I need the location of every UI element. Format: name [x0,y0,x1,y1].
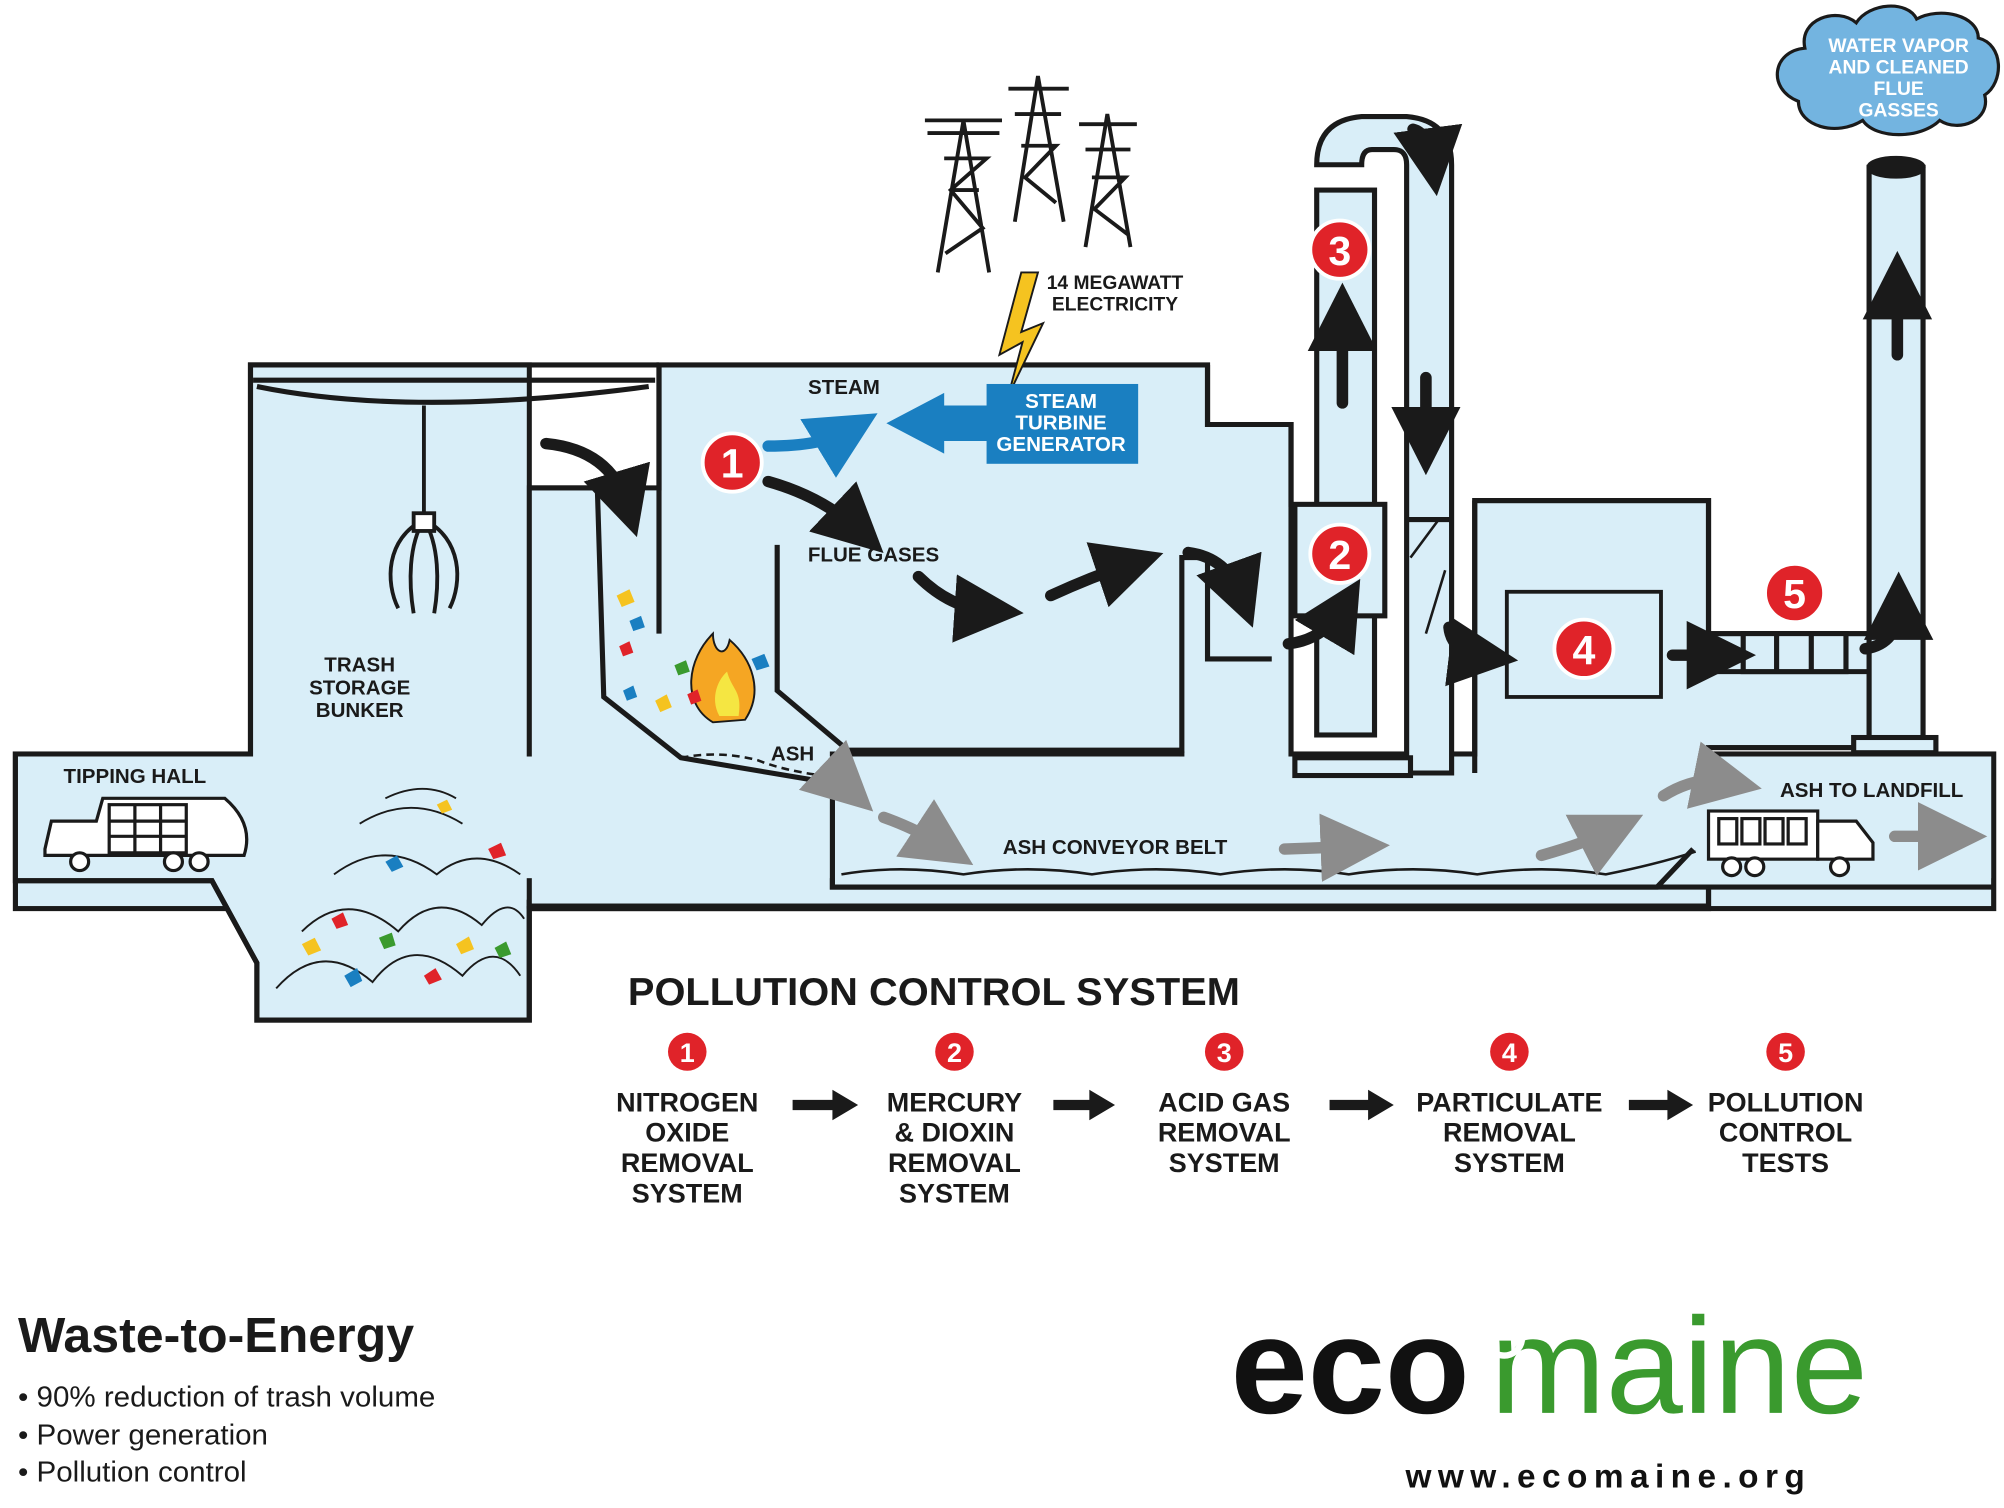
footer-bullet-3: • Pollution control [18,1456,247,1489]
logo-eco-text: eco [1231,1290,1470,1443]
label-turbine-2: TURBINE [1015,413,1106,435]
svg-text:& DIOXIN: & DIOXIN [895,1118,1015,1148]
label-turbine-3: GENERATOR [996,434,1126,456]
svg-text:1: 1 [680,1038,695,1068]
diagram-marker-1: 1 [700,431,764,494]
footer-title: Waste-to-Energy [18,1307,414,1363]
label-ash-conveyor: ASH CONVEYOR BELT [1003,837,1228,859]
svg-text:SYSTEM: SYSTEM [899,1179,1010,1209]
svg-text:3: 3 [1217,1038,1232,1068]
svg-text:REMOVAL: REMOVAL [621,1148,754,1178]
svg-text:4: 4 [1572,627,1595,673]
svg-text:POLLUTION: POLLUTION [1708,1087,1864,1117]
trash-pieces [301,799,512,988]
svg-text:4: 4 [1502,1038,1517,1068]
label-ash: ASH [771,743,814,765]
label-electricity-2: ELECTRICITY [1052,295,1178,316]
diagram-marker-3: 3 [1308,218,1372,281]
label-ash-landfill: ASH TO LANDFILL [1780,780,1963,802]
diagram-marker-5: 5 [1763,562,1827,625]
label-cloud-1: WATER VAPOR [1828,36,1969,57]
label-flue-gases: FLUE GASES [808,544,939,566]
svg-text:PARTICULATE: PARTICULATE [1416,1087,1602,1117]
label-cloud-4: GASSES [1859,101,1939,122]
svg-text:2: 2 [1328,532,1351,578]
svg-text:5: 5 [1778,1038,1793,1068]
flow-arrows-black [540,123,1934,690]
label-bunker-1: TRASH [324,655,395,677]
svg-text:SYSTEM: SYSTEM [1169,1148,1280,1178]
svg-text:NITROGEN: NITROGEN [616,1087,758,1117]
ecomaine-logo: eco maine www.ecomaine.org [1231,1290,1868,1496]
svg-text:TESTS: TESTS [1742,1148,1829,1178]
trash-pile [275,787,525,990]
flow-arrows-grey [798,739,1988,882]
footer-bullet-2: • Power generation [18,1419,268,1452]
pollution-step-5: 5 POLLUTION CONTROL TESTS [1708,1032,1864,1178]
label-electricity-1: 14 MEGAWATT [1047,273,1184,294]
svg-text:1: 1 [721,441,744,487]
fire-icon [616,589,770,724]
cloud-icon [1775,4,2000,137]
diagram-marker-2: 2 [1308,522,1372,585]
svg-text:5: 5 [1783,572,1806,618]
svg-text:REMOVAL: REMOVAL [1158,1118,1291,1148]
pollution-control-title: POLLUTION CONTROL SYSTEM [628,970,1240,1014]
label-steam: STEAM [808,377,880,399]
step-arrows [792,1089,1694,1121]
steam-turbine-generator [886,383,1139,464]
svg-text:ACID GAS: ACID GAS [1158,1087,1290,1117]
recycle-loop-icon [1482,1316,1526,1359]
logo-url[interactable]: www.ecomaine.org [1404,1459,1811,1496]
lightning-bolt-icon [997,271,1046,396]
pollution-step-2: 2 MERCURY & DIOXIN REMOVAL SYSTEM [887,1032,1022,1209]
steam-arrow [762,413,878,478]
svg-text:SYSTEM: SYSTEM [632,1179,743,1209]
svg-text:SYSTEM: SYSTEM [1454,1148,1565,1178]
svg-text:2: 2 [947,1038,962,1068]
svg-text:REMOVAL: REMOVAL [888,1148,1021,1178]
svg-text:CONTROL: CONTROL [1719,1118,1852,1148]
pollution-step-3: 3 ACID GAS REMOVAL SYSTEM [1158,1032,1291,1178]
label-bunker-3: BUNKER [316,700,404,722]
label-tipping-hall: TIPPING HALL [64,766,207,788]
label-cloud-3: FLUE [1874,79,1925,100]
svg-text:OXIDE: OXIDE [645,1118,729,1148]
exhaust-stack [1740,155,1939,756]
garbage-truck [43,796,249,873]
label-bunker-2: STORAGE [309,678,410,700]
ash-truck [1706,809,1875,878]
diagram-marker-4: 4 [1552,617,1616,680]
label-cloud-2: AND CLEANED [1829,58,1969,79]
pollution-step-4: 4 PARTICULATE REMOVAL SYSTEM [1416,1032,1603,1178]
footer-bullet-1: • 90% reduction of trash volume [18,1381,435,1414]
crane-claw [388,405,460,614]
logo-maine-text: maine [1490,1290,1868,1443]
svg-text:REMOVAL: REMOVAL [1443,1118,1576,1148]
power-towers [924,75,1137,273]
pollution-step-1: 1 NITROGEN OXIDE REMOVAL SYSTEM [616,1032,758,1209]
label-turbine-1: STEAM [1025,391,1097,413]
svg-text:3: 3 [1328,228,1351,274]
svg-text:MERCURY: MERCURY [887,1087,1022,1117]
